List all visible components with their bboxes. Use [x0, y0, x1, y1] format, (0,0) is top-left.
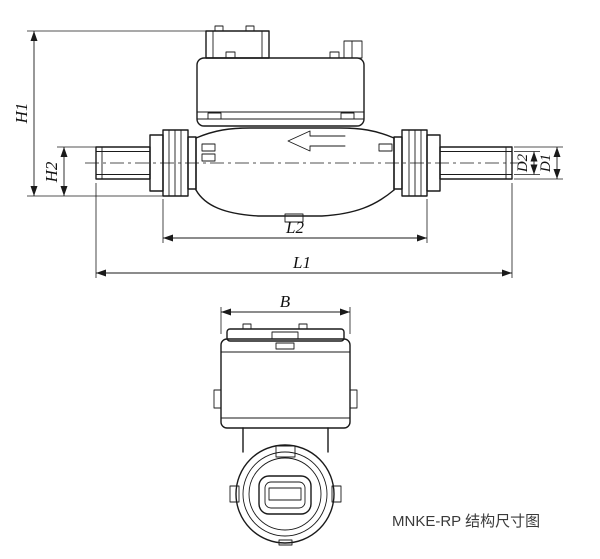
bottom-tab [278, 539, 293, 546]
left-coupling-nut [149, 129, 197, 197]
dim-l1: L1 [95, 183, 513, 278]
dim-label-h2: H2 [42, 161, 61, 183]
dim-label-d1: D1 [538, 154, 554, 173]
register-housing-front [213, 323, 358, 429]
dim-label-b: B [280, 292, 291, 311]
dim-label-l2: L2 [285, 218, 304, 237]
dim-h2: H2 [42, 146, 96, 196]
dim-label-h1: H1 [12, 103, 31, 125]
dim-b: B [220, 292, 351, 334]
counter-slot [268, 487, 302, 501]
side-view: H1 H2 L2 L1 D2 D1 [12, 25, 563, 278]
flow-arrow-icon [287, 130, 346, 152]
left-seal-lug [229, 485, 240, 503]
front-view: B [213, 292, 358, 546]
dim-l2: L2 [162, 199, 428, 243]
drain-plug [284, 213, 304, 223]
register-housing-side [196, 51, 365, 127]
right-seal-lug [331, 485, 342, 503]
dial-face [229, 444, 342, 546]
hinge-tab [275, 445, 296, 458]
right-pipe [439, 146, 513, 180]
dim-label-l1: L1 [292, 253, 311, 272]
dim-d1: D1 [514, 146, 563, 180]
dim-d2: D2 [514, 151, 540, 175]
dim-h1: H1 [12, 30, 206, 197]
meter-body [195, 127, 395, 223]
meter-neck [242, 427, 329, 458]
right-coupling-nut [393, 129, 441, 197]
register-window [258, 475, 312, 515]
caption: MNKE-RP 结构尺寸图 [392, 513, 540, 530]
dim-label-d2: D2 [515, 153, 531, 173]
top-connector-box [205, 25, 363, 59]
